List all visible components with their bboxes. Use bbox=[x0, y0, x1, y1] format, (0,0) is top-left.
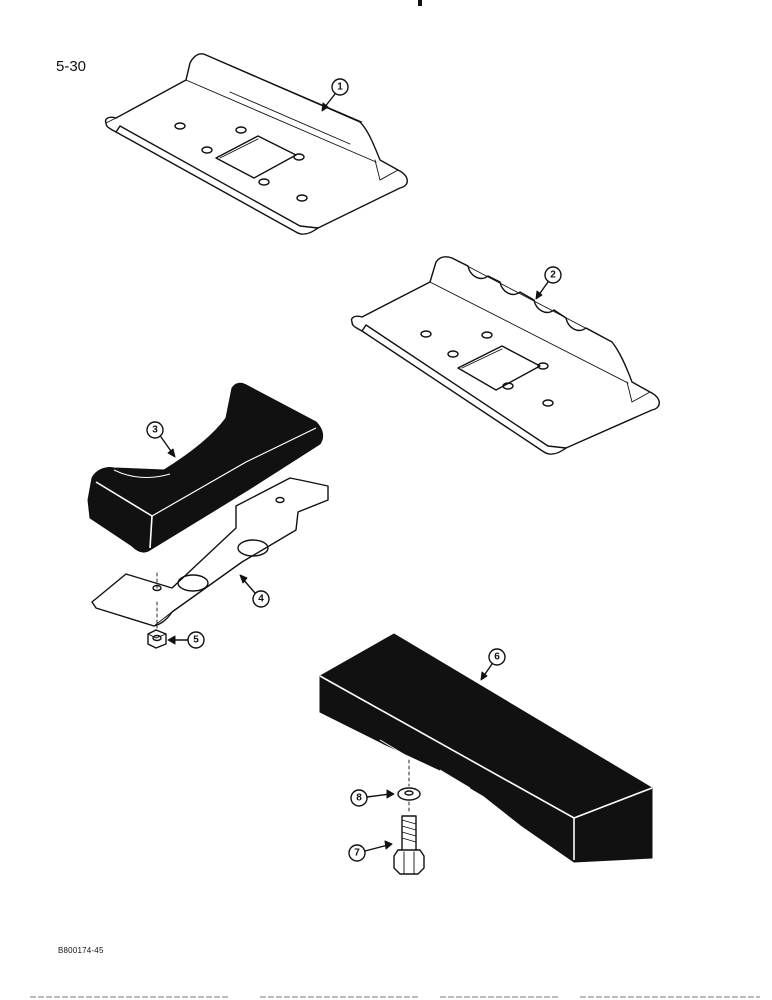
callout-4-label: 4 bbox=[258, 594, 264, 605]
callout-6-label: 6 bbox=[494, 652, 500, 663]
part-2-notched-grouser-shoe bbox=[350, 256, 660, 455]
callout-6: 6 bbox=[480, 648, 506, 681]
callout-5: 5 bbox=[167, 631, 205, 649]
callout-8-label: 8 bbox=[356, 793, 362, 804]
callout-2-label: 2 bbox=[550, 270, 556, 281]
callout-1-label: 1 bbox=[337, 82, 343, 93]
document-code: B800174-45 bbox=[58, 946, 104, 955]
page-number: 5-30 bbox=[56, 58, 87, 75]
part-8-washer bbox=[397, 759, 421, 813]
top-edge-mark bbox=[418, 0, 422, 6]
part-1-grouser-shoe bbox=[104, 53, 408, 235]
callout-3: 3 bbox=[146, 421, 176, 458]
callout-2: 2 bbox=[535, 266, 562, 300]
part-5-nut bbox=[147, 629, 167, 649]
callout-4: 4 bbox=[239, 574, 270, 608]
callout-3-label: 3 bbox=[152, 425, 158, 436]
part-4-mounting-plate bbox=[91, 477, 329, 629]
callout-8: 8 bbox=[350, 789, 395, 807]
callout-7: 7 bbox=[348, 840, 393, 862]
part-7-bolt bbox=[393, 815, 425, 875]
part-6-rubber-block bbox=[319, 633, 653, 863]
callout-1: 1 bbox=[321, 78, 349, 112]
callout-5-label: 5 bbox=[193, 635, 199, 646]
part-3-rubber-pad bbox=[87, 382, 324, 553]
callout-7-label: 7 bbox=[354, 848, 360, 859]
